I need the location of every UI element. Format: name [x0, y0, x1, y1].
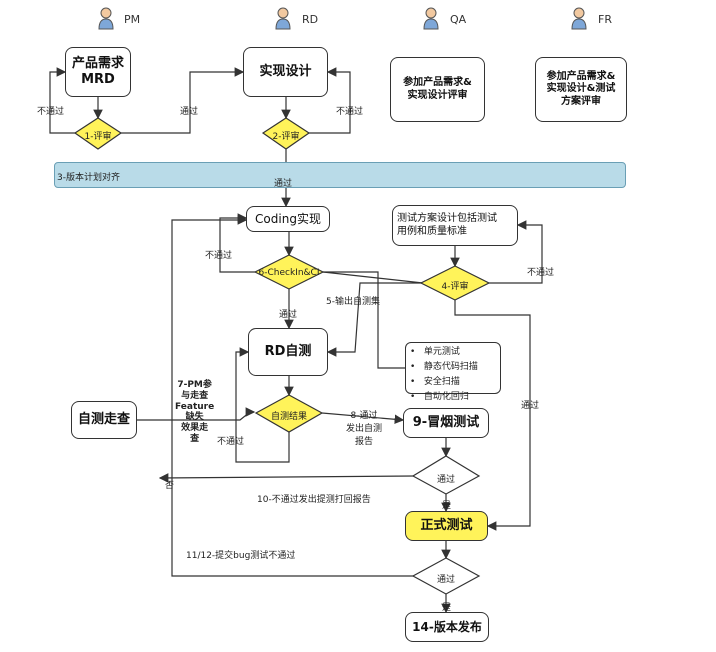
yes-label-1: 是: [442, 501, 452, 511]
version-plan-band: 3-版本计划对齐: [54, 162, 626, 188]
bug-fail-label: 11/12-提交bug测试不通过: [186, 551, 296, 561]
ci-checks-box: [405, 342, 501, 394]
fr-review-box: 参加产品需求& 实现设计&测试 方案评审: [535, 57, 627, 122]
fail-label-4: 不通过: [527, 268, 555, 278]
test-plan-design: 测试方案设计包括测试 用例和质量标准: [392, 205, 518, 246]
check-unit-test: 单元测试: [423, 347, 460, 357]
pass-label-band: 通过: [274, 179, 293, 189]
role-qa: QA: [450, 13, 467, 26]
no-label: 否: [165, 481, 175, 491]
pass-diamond-1: [411, 455, 481, 495]
check-auto-regression: 自动化回归: [423, 392, 469, 402]
pass-label-6: 通过: [279, 310, 298, 320]
pass-diamond-2: [411, 557, 481, 595]
role-fr: FR: [598, 13, 612, 26]
checkin-ci-label: 6-CheckIn&CI: [258, 268, 320, 278]
band-label: 3-版本计划对齐: [57, 173, 120, 183]
review-1-label: 1-评审: [84, 132, 112, 142]
review-4-label: 4-评审: [441, 282, 469, 292]
yes-label-2: 是: [442, 603, 452, 613]
check-static-scan: 静态代码扫描: [423, 362, 478, 372]
pass-label-4: 通过: [521, 401, 540, 411]
pass-1-label: 通过: [436, 475, 455, 485]
pass-self-label: 8-通过 发出自测 报告: [346, 411, 383, 447]
pass-label-1: 通过: [180, 107, 199, 117]
fail-label-2: 不通过: [336, 107, 364, 117]
pass-2-label: 通过: [436, 575, 455, 585]
person-icon: [571, 7, 587, 30]
review-diamond-1: [73, 117, 123, 150]
formal-test: 正式测试: [405, 511, 488, 541]
self-test-result-label: 自测结果: [270, 412, 307, 422]
review-diamond-4: [419, 265, 491, 301]
fail-label-1: 不通过: [37, 107, 65, 117]
person-icon: [423, 7, 439, 30]
self-test-walkthrough: 自测走查: [71, 401, 137, 439]
review-2-label: 2-评审: [272, 132, 300, 142]
role-pm: PM: [124, 13, 141, 26]
fail-label-6: 不通过: [205, 251, 233, 261]
role-rd: RD: [302, 13, 319, 26]
checkin-ci-diamond: [253, 254, 325, 290]
ci-checks-list: • 单元测试 • 静态代码扫描 • 安全扫描 • 自动化回归: [410, 347, 478, 402]
coding-implementation: Coding实现: [246, 206, 330, 232]
output-self-test-label: 5-输出自测集: [326, 297, 380, 307]
person-icon: [98, 7, 114, 30]
version-release: 14-版本发布: [405, 612, 489, 642]
review-diamond-2: [261, 117, 311, 150]
self-test-result-diamond: [254, 394, 324, 433]
product-requirement-mrd: 产品需求 MRD: [65, 47, 131, 97]
rd-self-test: RD自测: [248, 328, 328, 376]
implementation-design: 实现设计: [243, 47, 328, 97]
smoke-fail-label: 10-不通过发出提测打回报告: [257, 495, 371, 505]
check-security-scan: 安全扫描: [423, 377, 460, 387]
pm-walkthrough-label: 7-PM参 与走查 Feature 缺失 效果走 查: [175, 380, 215, 444]
fail-self-label: 不通过: [217, 437, 245, 447]
smoke-test: 9-冒烟测试: [403, 408, 489, 438]
qa-review-box: 参加产品需求& 实现设计评审: [390, 57, 485, 122]
person-icon: [275, 7, 291, 30]
